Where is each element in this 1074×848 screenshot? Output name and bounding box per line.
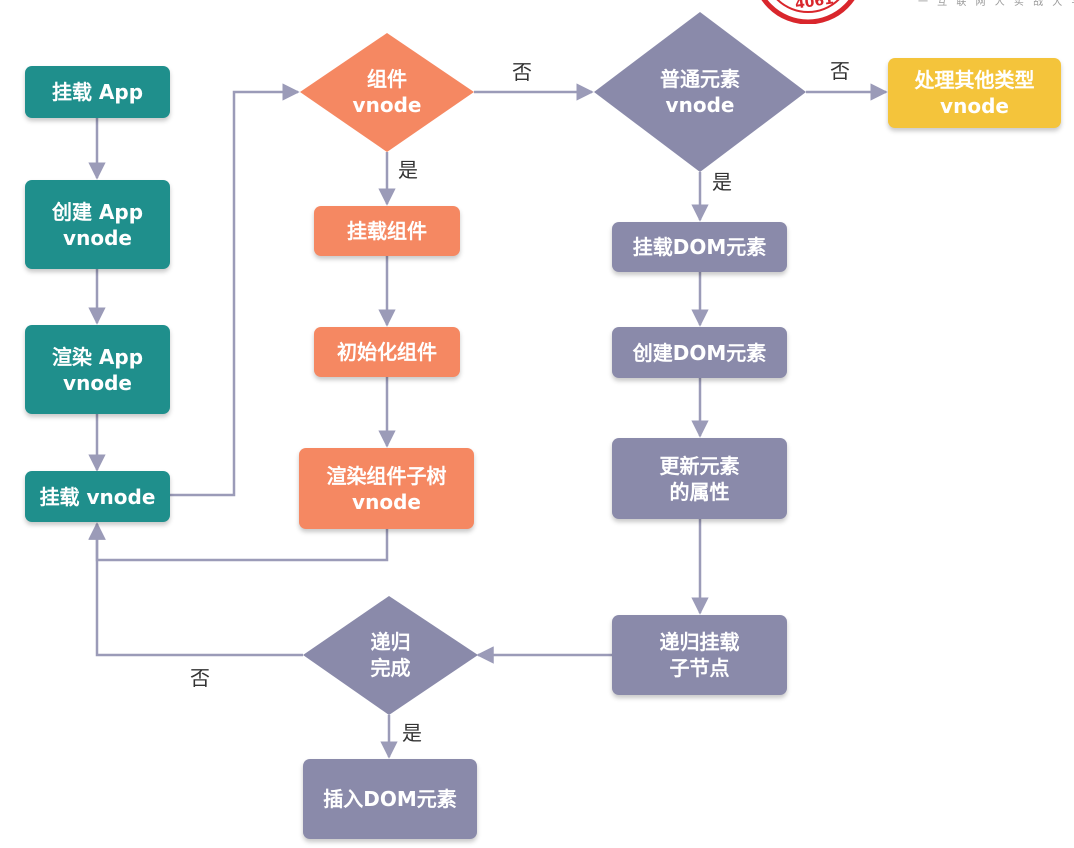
mount-vnode-text: 挂载 vnode xyxy=(39,484,156,509)
create-app-vnode-line1: 创建 App xyxy=(51,199,144,224)
component-vnode-line2: vnode xyxy=(352,93,422,117)
create-app-vnode-node: 创建 App vnode xyxy=(25,180,170,269)
update-props-line2: 的属性 xyxy=(669,479,730,504)
update-props-line1: 更新元素 xyxy=(659,453,740,478)
element-no-label: 否 xyxy=(830,59,850,83)
other-vnode-line1: 处理其他类型 xyxy=(914,68,1035,92)
update-props-node: 更新元素 的属性 xyxy=(612,438,787,519)
recursion-done-label: 递归 完成 xyxy=(303,625,478,685)
edge-mount-vnode-to-component xyxy=(170,83,300,497)
element-vnode-label: 普通元素 vnode xyxy=(594,62,806,122)
render-app-vnode-line1: 渲染 App xyxy=(51,344,144,369)
recursion-done-diamond xyxy=(303,596,478,715)
brand-watermark: 一 互 联 网 人 实 战 大 学 xyxy=(918,0,1074,8)
insert-dom-node: 插入DOM元素 xyxy=(303,759,477,839)
recursion-yes-label: 是 xyxy=(402,721,422,745)
red-seal-stamp xyxy=(761,0,855,24)
element-yes-label: 是 xyxy=(712,170,732,194)
edge-render-subtree-back-to-mount-vnode xyxy=(88,522,389,562)
mount-dom-node: 挂载DOM元素 xyxy=(612,222,787,272)
mount-vnode-node: 挂载 vnode xyxy=(25,471,170,522)
insert-dom-text: 插入DOM元素 xyxy=(323,787,457,811)
recursion-done-line2: 完成 xyxy=(370,656,411,680)
recursion-no-label: 否 xyxy=(190,666,210,690)
recursion-done-line1: 递归 xyxy=(370,630,411,654)
render-app-vnode-node: 渲染 App vnode xyxy=(25,325,170,414)
create-app-vnode-line2: vnode xyxy=(63,225,132,250)
mount-app-node: 挂载 App xyxy=(25,66,170,118)
render-subtree-line2: vnode xyxy=(352,489,421,514)
render-component-subtree-node: 渲染组件子树 vnode xyxy=(299,448,474,529)
mount-component-text: 挂载组件 xyxy=(347,219,427,243)
mount-dom-text: 挂载DOM元素 xyxy=(632,235,767,259)
render-app-vnode-line2: vnode xyxy=(63,370,132,395)
element-vnode-line1: 普通元素 xyxy=(660,67,740,91)
mount-app-text: 挂载 App xyxy=(51,80,144,104)
mount-component-node: 挂载组件 xyxy=(314,206,460,256)
other-vnode-node: 处理其他类型 vnode xyxy=(888,58,1061,128)
init-component-text: 初始化组件 xyxy=(337,340,437,364)
other-vnode-line2: vnode xyxy=(940,94,1009,118)
recursive-mount-line2: 子节点 xyxy=(669,656,730,680)
component-no-label: 否 xyxy=(512,60,532,84)
recursive-mount-line1: 递归挂载 xyxy=(659,630,740,654)
render-subtree-line1: 渲染组件子树 xyxy=(326,463,447,488)
create-dom-text: 创建DOM元素 xyxy=(632,340,767,365)
element-vnode-line2: vnode xyxy=(665,93,735,117)
recursive-mount-children-node: 递归挂载 子节点 xyxy=(612,615,787,695)
component-yes-label: 是 xyxy=(398,158,418,182)
component-vnode-label: 组件 vnode xyxy=(300,62,474,122)
element-vnode-diamond xyxy=(594,12,806,172)
component-vnode-diamond xyxy=(300,33,474,152)
init-component-node: 初始化组件 xyxy=(314,327,460,377)
component-vnode-line1: 组件 xyxy=(367,67,407,91)
create-dom-node: 创建DOM元素 xyxy=(612,327,787,378)
edge-recursion-no xyxy=(88,522,303,657)
